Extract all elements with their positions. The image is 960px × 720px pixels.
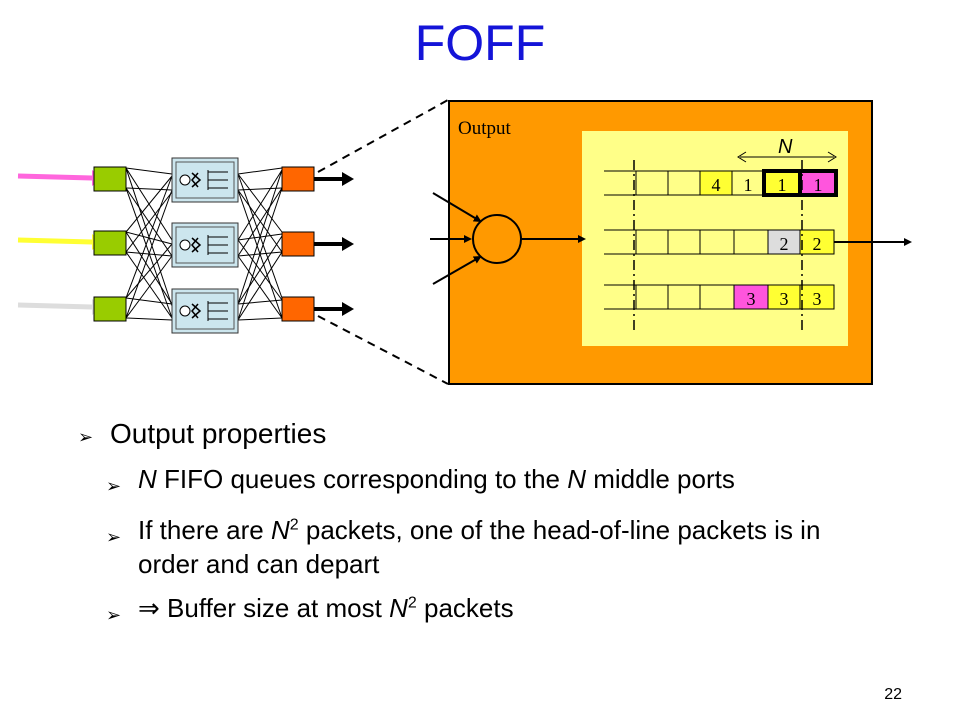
bullet-arrow-icon: ➢: [106, 605, 122, 625]
queue-divider-lines: [633, 160, 803, 330]
packet-label: 2: [813, 234, 822, 254]
queue-3: 3 3 3: [604, 284, 835, 310]
bullet-arrow-icon: ➢: [106, 476, 122, 496]
bullet-text: Output properties: [110, 418, 327, 449]
zoom-lines: [317, 99, 449, 385]
input-arrow-gray: [17, 302, 93, 310]
packet: [799, 229, 835, 255]
packet: [767, 284, 801, 310]
implies-icon: ⇒: [138, 593, 160, 623]
output-scheduler: [430, 192, 912, 285]
input-port: [93, 230, 127, 256]
output-port: [281, 296, 315, 322]
input-arrow-yellow: [17, 237, 93, 245]
middle-switch: [171, 288, 239, 334]
input-port: [93, 296, 127, 322]
packet: [699, 170, 733, 196]
scheduler-circle: [472, 214, 522, 264]
packet-label: 1: [814, 175, 823, 195]
foff-diagram: Output N 4 1 1 1 2 2: [17, 99, 912, 385]
page-number: 22: [884, 686, 902, 703]
bullet-text: N FIFO queues corresponding to the N mid…: [138, 464, 735, 494]
packet: [731, 170, 765, 196]
packet: [767, 229, 801, 255]
packet: [733, 284, 769, 310]
output-label: Output: [458, 118, 512, 139]
input-arrow-pink: [17, 173, 93, 181]
output-ports: [281, 166, 354, 322]
bullet-text: If there are N2 packets, one of the head…: [138, 515, 821, 579]
bullet-arrow-icon: ➢: [78, 427, 94, 447]
bullet-output-properties: ➢ Output properties: [78, 418, 878, 450]
output-port: [281, 166, 315, 192]
n-label: N: [778, 136, 793, 158]
packet-label: 4: [712, 175, 721, 195]
middle-switches: [171, 157, 239, 334]
input-ports: [93, 166, 127, 322]
input-arrows: [17, 170, 104, 315]
slide-title: FOFF: [414, 15, 546, 71]
input-port: [93, 166, 127, 192]
bullet-arrow-icon: ➢: [106, 527, 122, 547]
bullet-text: ⇒ Buffer size at most N2 packets: [138, 593, 514, 623]
bullet-list: ➢ Output properties ➢ N FIFO queues corr…: [78, 418, 878, 642]
packet: [799, 284, 835, 310]
queue-2: 2 2: [604, 229, 835, 255]
packet-label: 3: [780, 289, 789, 309]
middle-switch: [171, 157, 239, 203]
packet-label: 3: [813, 289, 822, 309]
packet-label: 1: [778, 175, 787, 195]
bullet-fifo-queues: ➢ N FIFO queues corresponding to the N m…: [106, 462, 878, 503]
bullet-buffer-size: ➢ ⇒ Buffer size at most N2 packets: [106, 591, 878, 632]
packet-label: 1: [744, 175, 753, 195]
output-port: [281, 231, 315, 257]
bullet-head-of-line: ➢ If there are N2 packets, one of the he…: [106, 513, 878, 581]
interconnect-mesh: [125, 167, 283, 321]
packet-label: 2: [780, 234, 789, 254]
packet: [798, 169, 838, 197]
middle-switch: [171, 222, 239, 268]
queue-1: 4 1 1 1: [604, 169, 838, 197]
packet-label: 3: [747, 289, 756, 309]
